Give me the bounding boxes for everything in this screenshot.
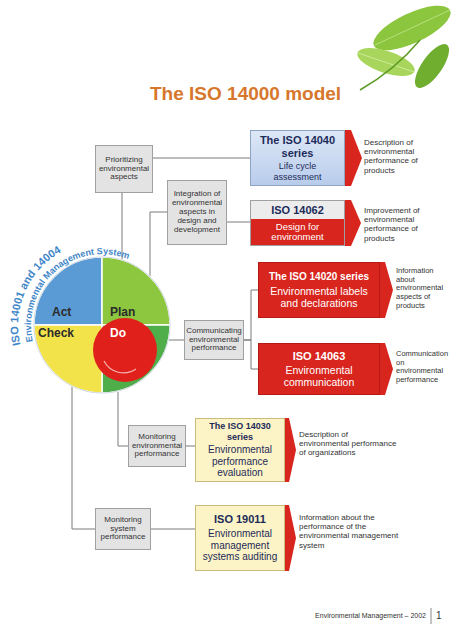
description-text: Information about the performance of the… <box>299 513 409 550</box>
red-arrow <box>285 418 296 482</box>
process-box: Monitoring environmental performance <box>128 425 186 467</box>
leaf <box>354 42 418 81</box>
standard-box: ISO 19011Environmental management system… <box>195 505 285 571</box>
connector-line <box>186 446 195 447</box>
connector-line <box>227 222 250 223</box>
description-text: Information about environmental aspects … <box>396 267 452 310</box>
red-arrow <box>285 505 296 571</box>
connector-line <box>244 340 258 369</box>
arc-title: Environmental Management System <box>23 246 131 343</box>
box-heading: The ISO 14040 series <box>254 134 341 159</box>
box-heading: Integration of environmental aspects in … <box>169 190 225 235</box>
connector-line <box>151 529 195 530</box>
box-text: Environmental labels and declarations <box>262 285 376 309</box>
pdca-label: Do <box>110 326 126 340</box>
box-text: Environmental communication <box>262 364 376 388</box>
red-arrow <box>380 262 393 318</box>
circle-outline <box>34 257 170 393</box>
standard-box: ISO 14062Design for environment <box>250 200 345 246</box>
box-heading: ISO 14062 <box>251 201 344 219</box>
footer-divider <box>431 608 432 624</box>
pdca-circle: ISO 14001 and 14004Environmental Managem… <box>8 229 182 409</box>
pdca-graphic: ISO 14001 and 14004Environmental Managem… <box>8 229 182 409</box>
footer-text: 1 <box>436 610 450 622</box>
process-box: Prioritizing environmental aspects <box>95 145 153 193</box>
box-heading: Monitoring environmental performance <box>130 433 184 460</box>
diagram-title: The ISO 14000 model <box>150 83 341 105</box>
box-heading: ISO 19011 <box>214 513 266 526</box>
leaf-illustration <box>354 0 452 93</box>
red-arrow <box>345 130 362 186</box>
standard-box: The ISO 14030 seriesEnvironmental perfor… <box>195 418 285 482</box>
connector-line <box>168 340 184 341</box>
connector-line <box>150 212 167 277</box>
leaf <box>409 39 452 93</box>
standard-box: The ISO 14040 seriesLife cycle assessmen… <box>250 130 345 186</box>
connector-line <box>118 391 128 446</box>
description-text: Description of environmental performance… <box>364 138 450 175</box>
box-heading: Prioritizing environmental aspects <box>97 156 151 183</box>
arc-text: Environmental Management System <box>23 246 131 343</box>
box-text: Environmental performance evaluation <box>199 444 281 479</box>
check-quadrant <box>34 325 102 393</box>
box-heading: Communicating environmental performance <box>186 327 242 354</box>
box-heading: The ISO 14020 series <box>269 271 369 283</box>
pdca-label: Plan <box>110 305 135 319</box>
red-arrow <box>380 343 393 395</box>
box-text: Design for environment <box>251 219 344 245</box>
description-text: Improvement of environmental performance… <box>364 206 448 243</box>
process-box: Monitoring system performance <box>95 508 151 550</box>
process-box: Communicating environmental performance <box>184 320 244 360</box>
footer-text: Environmental Management – 2002 <box>290 612 426 620</box>
leaf-stem <box>360 40 420 90</box>
standard-box: ISO 14063Environmental communication <box>258 343 380 395</box>
box-heading: ISO 14063 <box>293 350 346 363</box>
leaf-vein <box>375 10 450 45</box>
do-disc <box>93 318 157 382</box>
box-text: Environmental management systems auditin… <box>199 528 281 563</box>
plan-quadrant <box>102 257 170 325</box>
red-arrow <box>345 200 361 246</box>
connector-line <box>153 158 250 159</box>
connector-line <box>72 386 95 529</box>
standard-box: The ISO 14020 seriesEnvironmental labels… <box>258 262 380 318</box>
cycle-arrow <box>104 361 136 373</box>
pdca-label: Act <box>52 305 71 319</box>
box-heading: Monitoring system performance <box>97 516 149 543</box>
connector-line <box>244 290 258 340</box>
process-box: Integration of environmental aspects in … <box>167 180 227 245</box>
text-arc <box>18 241 178 346</box>
box-text: Life cycle assessment <box>254 161 341 182</box>
description-text: Communication on environmental performan… <box>396 350 452 385</box>
description-text: Description of environmental performance… <box>299 430 399 458</box>
pdca-label: Check <box>38 326 74 340</box>
box-heading: The ISO 14030 series <box>199 421 281 442</box>
